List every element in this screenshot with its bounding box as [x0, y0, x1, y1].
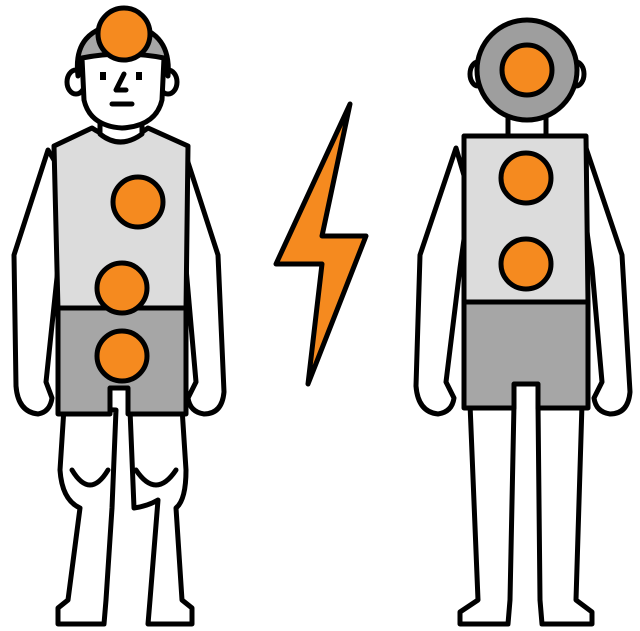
- front-abdomen-marker: [97, 263, 147, 313]
- back-shorts: [464, 302, 588, 408]
- back-left-leg: [460, 404, 514, 624]
- front-view-figure: [14, 24, 224, 624]
- upper-back-marker: [501, 153, 551, 203]
- front-head-marker: [98, 8, 150, 60]
- back-view-figure: [416, 20, 630, 624]
- lightning-bolt-icon: [276, 104, 366, 384]
- front-left-leg: [58, 408, 116, 624]
- front-groin-marker: [97, 331, 147, 381]
- back-right-leg: [538, 404, 592, 624]
- back-head-marker: [502, 45, 552, 95]
- front-right-leg: [130, 408, 192, 624]
- lower-back-marker: [501, 239, 551, 289]
- front-chest-marker: [113, 177, 163, 227]
